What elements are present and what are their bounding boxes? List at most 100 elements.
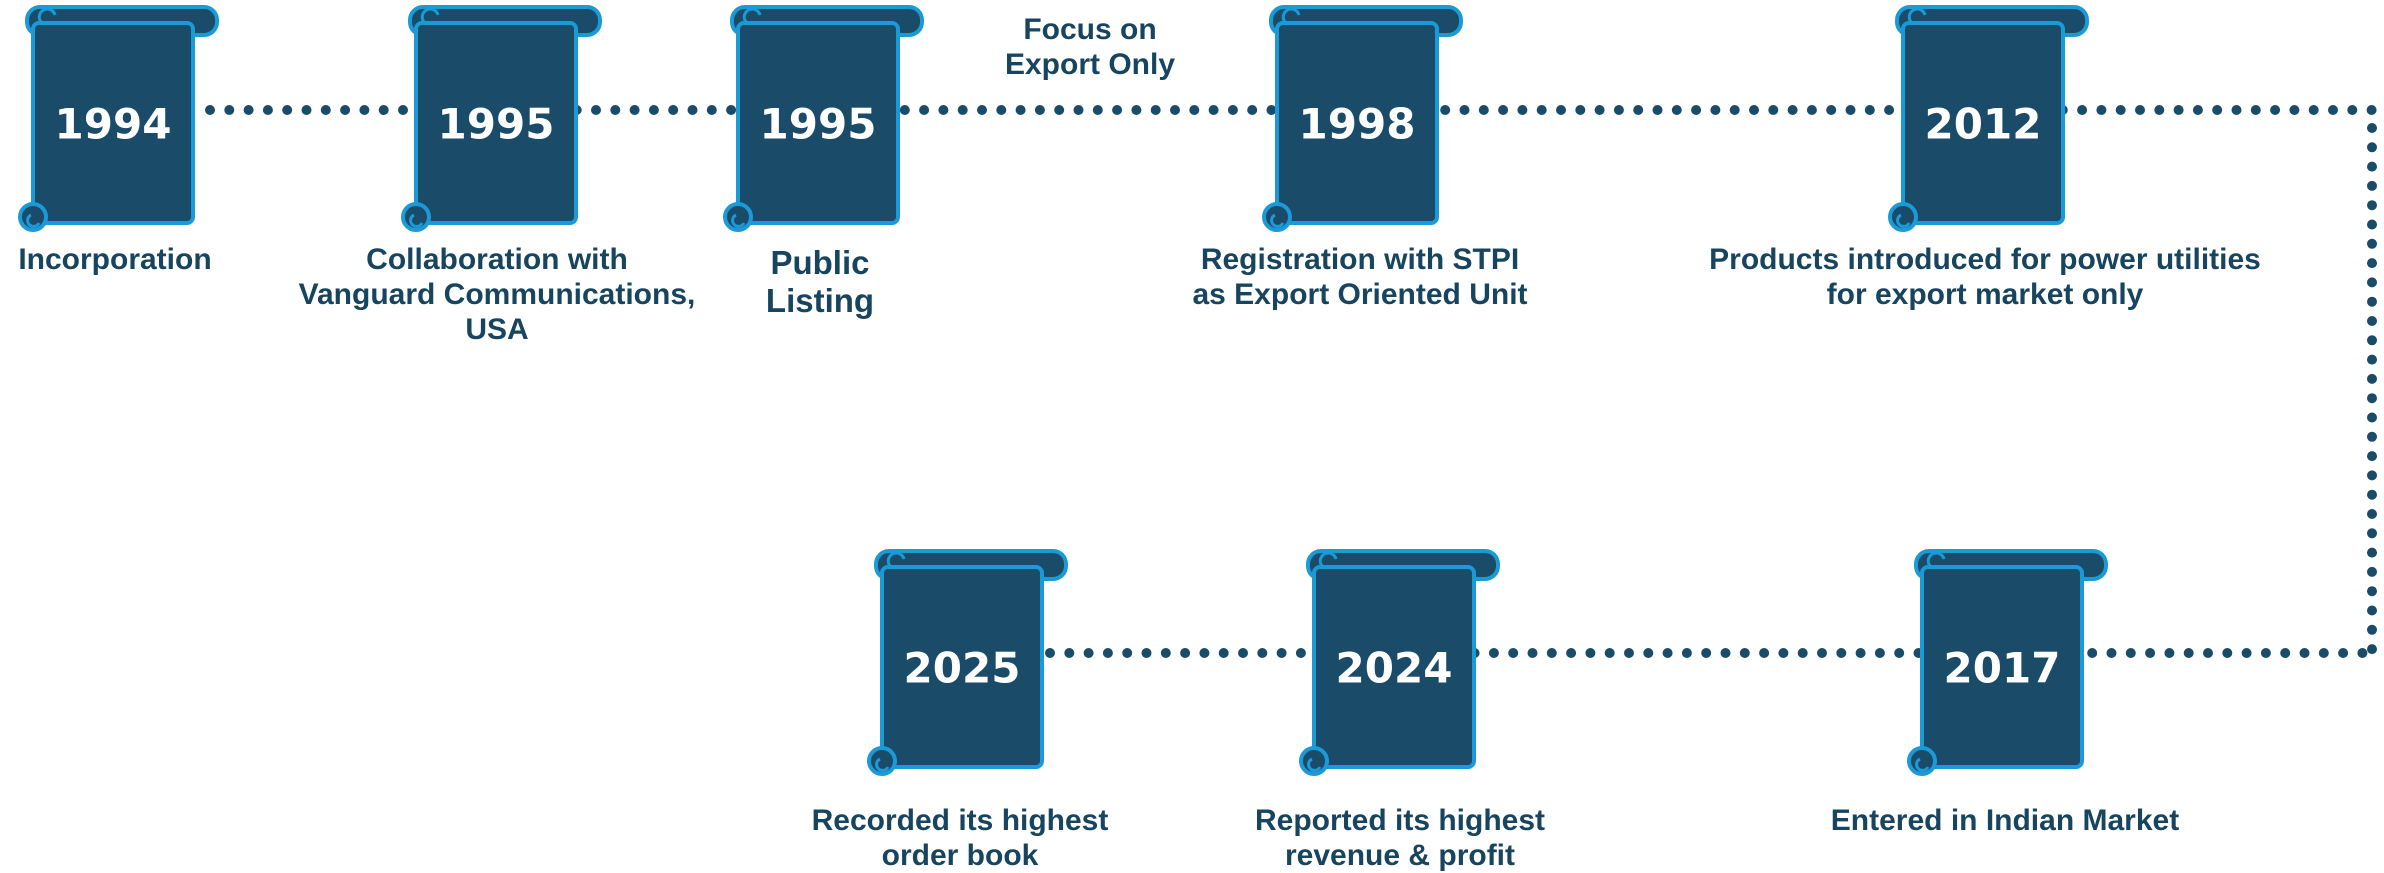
connector-dot [1527,648,1538,658]
scroll-body [736,21,900,225]
connector-dot [1208,105,1219,115]
connector-dot [2222,648,2233,658]
connector-dot [1238,648,1248,658]
connector-dot [1546,648,1557,658]
connector-dot [1160,648,1171,658]
connector-dot [687,105,698,115]
connector-dot [648,105,659,115]
year-text: 1998 [1299,100,1416,149]
connector-dot [2192,105,2203,115]
connector-dot [2367,219,2377,230]
connector-dot [610,105,621,115]
milestone-label-1998: Registration with STPI as Export Oriente… [1192,243,1528,311]
connector-dot [205,105,215,115]
connector-dot [1034,105,1045,115]
connector-dot [1112,105,1123,115]
connector-dot [1247,105,1258,115]
year-text: 2017 [1944,644,2061,693]
connector-dot [2231,105,2242,115]
connector-dot [1826,105,1837,115]
year-text: 2025 [904,644,1021,693]
connector-dot [629,105,640,115]
connector-dot [1749,105,1759,115]
connector-dot [1257,648,1268,658]
connector-dot [1189,105,1200,115]
milestone-label-1995-collaboration: Collaboration with Vanguard Communicatio… [298,243,696,346]
scroll-curl-icon [875,757,890,772]
connector-dot [2106,648,2117,658]
connector-dot [1150,105,1161,115]
connector-dot [1092,105,1103,115]
connector-dot [2135,105,2145,115]
connector-dot [1218,648,1229,658]
connector-dot [1083,648,1094,658]
connector-dot [2367,489,2377,500]
connector-dot [2367,509,2377,519]
scroll-curl-icon [409,213,424,228]
connector-dot [282,105,293,115]
connector-dot [262,105,273,115]
connector-dot [1662,648,1673,658]
year-text: 1995 [438,100,555,149]
connector-dot [1739,648,1750,658]
connector-dot [2250,105,2261,115]
connector-dot [1836,648,1847,658]
connector-dot [2125,648,2136,658]
connector-dot [1729,105,1740,115]
connector-dot [1045,648,1055,658]
connector-dot [224,105,235,115]
connector-dot [1575,105,1586,115]
connector-dot [2241,648,2252,658]
milestone-label-2017: Entered in Indian Market [1830,804,2180,837]
connector-dot [2212,105,2223,115]
connector-dot [1701,648,1712,658]
connector-dot [1498,105,1509,115]
connector-dot [1884,105,1895,115]
connector-dot [2367,238,2377,249]
connector-dot [1227,105,1238,115]
connector-dot [1276,648,1287,658]
connector-dot [2115,105,2126,115]
connector-dot [1652,105,1663,115]
connector-dot [1855,648,1866,658]
connector-dot [2367,123,2377,133]
connector-dot [1266,105,1277,115]
export-annotation: Focus on Export Only [1004,13,1176,81]
connector-dot [1488,648,1499,658]
connector-dot [977,105,987,115]
connector-dot [1594,105,1605,115]
connector-dot [1556,105,1566,115]
connector-dot [1064,648,1075,658]
connector-dot [2366,105,2377,115]
connector-dot [2367,586,2377,597]
connector-dot [2183,648,2194,658]
connector-dot [398,105,408,115]
connector-dot [1633,105,1644,115]
connector-dot [2367,200,2377,211]
connector-dot [359,105,370,115]
connector-dot [2367,412,2377,423]
connector-dot [2328,105,2338,115]
connector-dot [2154,105,2165,115]
year-scroll-card: 1995 [723,5,924,232]
connector-dot [899,105,910,115]
connector-dot [2367,644,2377,655]
connector-dot [2367,180,2377,191]
connector-dot [1199,648,1210,658]
scroll-body [31,21,195,225]
connector-dot [1015,105,1026,115]
connector-dot [2203,648,2213,658]
connector-dot [2367,354,2377,365]
connector-dot [919,105,930,115]
connector-dot [2367,547,2377,558]
milestone-label-1994: Incorporation [18,243,212,276]
connector-dot [2280,648,2291,658]
connector-dot [2367,258,2377,269]
connector-dot [1073,105,1084,115]
connector-dot [1864,105,1875,115]
connector-dot [1536,105,1547,115]
connector-dot [1806,105,1817,115]
connector-dot [2164,648,2175,658]
year-scroll-card: 1994 [18,5,219,232]
connector-dot [996,105,1007,115]
